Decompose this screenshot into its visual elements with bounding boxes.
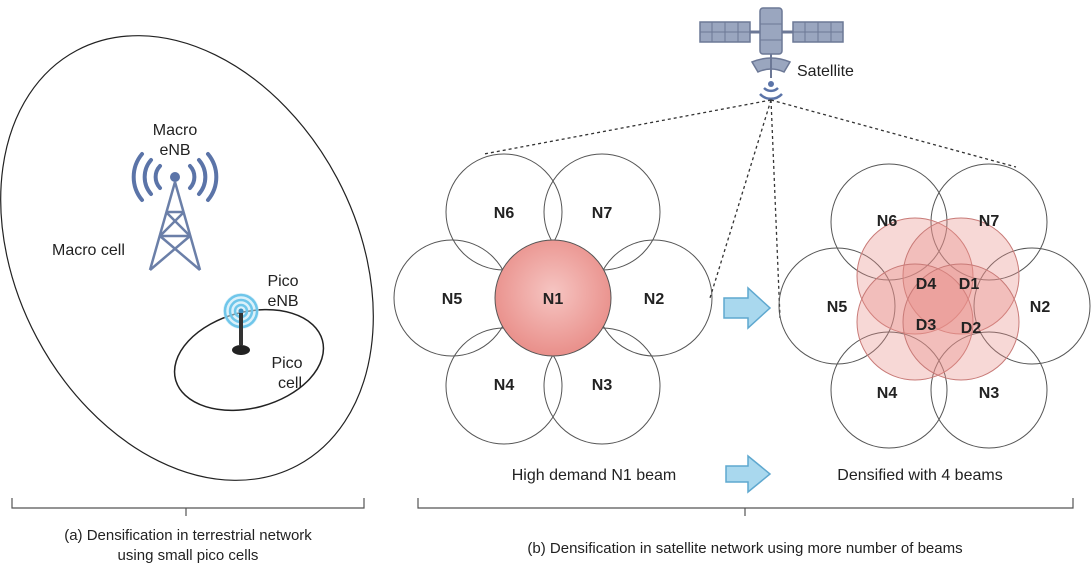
macro-enb-label-2: eNB [159,142,190,159]
cell-label-n4-right: N4 [877,385,898,402]
beam-cell-n7-right [930,163,1048,281]
cell-label-n6: N6 [494,205,515,222]
right-cluster-caption: Densified with 4 beams [837,467,1002,484]
cell-label-n5-right: N5 [827,299,848,316]
caption-arrow-icon [725,454,772,494]
beam-label-d3: D3 [916,317,937,334]
macro-enb-label-1: Macro [153,122,198,139]
beam-label-d1: D1 [959,276,980,293]
satellite-icon [699,7,844,101]
cell-label-n2: N2 [644,291,665,308]
cell-label-n4: N4 [494,377,515,394]
satellite-label: Satellite [797,63,854,80]
dense-beam-d4 [856,217,974,335]
beam-cell-n1-high-demand [494,239,612,357]
beam-label-d2: D2 [961,320,982,337]
beam-cell-n2-right [973,247,1091,365]
cell-label-n7: N7 [592,205,613,222]
beam-cell-n3-right [930,331,1048,449]
pico-cell-label-2: cell [278,375,302,392]
cell-label-n7-right: N7 [979,213,1000,230]
satellite-brace [417,498,1074,516]
dense-beam-d1 [902,217,1020,335]
macro-tower-icon [131,152,219,271]
terrestrial-panel: Macro eNB Macro cell Pico eNB Pico cell … [0,35,374,564]
left-beam-cluster: N1 N2 N3 N4 N5 N6 N7 [393,153,713,445]
cell-label-n3: N3 [592,377,613,394]
satellite-caption: (b) Densification in satellite network u… [527,540,962,557]
left-cluster-caption: High demand N1 beam [512,467,677,484]
pico-enb-label-1: Pico [267,273,298,290]
pico-antenna-icon [223,293,259,355]
macro-cell-boundary [0,35,374,481]
pico-enb-label-2: eNB [267,293,298,310]
cell-label-n6-right: N6 [877,213,898,230]
macro-cell-label: Macro cell [52,242,125,259]
right-beam-cluster: N2 N3 N4 N5 N6 N7 D1 D2 D3 D4 [778,163,1091,449]
cell-label-n1: N1 [543,291,564,308]
cell-label-n5: N5 [442,291,463,308]
terrestrial-caption-2: using small pico cells [118,547,259,564]
beam-projection-lines [483,99,1017,319]
right-arrow-icon [723,286,772,330]
beam-label-d4: D4 [916,276,937,293]
terrestrial-brace [11,498,365,516]
cell-label-n3-right: N3 [979,385,1000,402]
beam-cell-n4-right [830,331,948,449]
cell-label-n2-right: N2 [1030,299,1051,316]
satellite-panel: Satellite N1 N2 N3 N4 N [393,7,1091,557]
terrestrial-caption-1: (a) Densification in terrestrial network [64,527,312,544]
pico-cell-label-1: Pico [271,355,302,372]
dense-beam-d3 [856,263,974,381]
dense-beam-d2 [902,263,1020,381]
